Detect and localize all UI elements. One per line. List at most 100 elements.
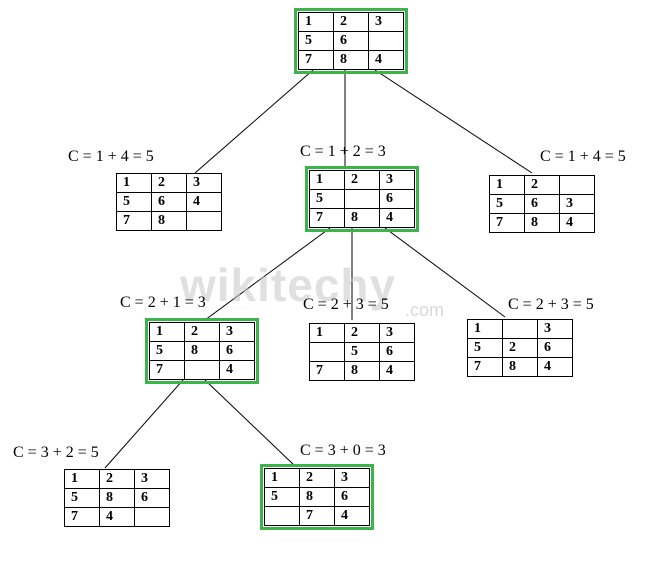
board-cell: 7	[116, 211, 152, 231]
board-cell: 2	[344, 170, 380, 190]
board-cell: 1	[489, 175, 525, 195]
board-cell: 5	[467, 338, 503, 358]
board-cell: 5	[309, 189, 345, 209]
board-cell: 8	[344, 208, 380, 228]
board-cell: 4	[219, 360, 255, 380]
board-cell: 3	[379, 323, 415, 343]
board-cell: 8	[333, 50, 369, 70]
watermark-brand: wikitechy	[180, 259, 397, 311]
board-cell: 7	[64, 507, 100, 527]
board-cell: 5	[298, 31, 334, 51]
edge-l2-left-to-l3-right	[204, 379, 296, 467]
cost-label: C = 3 + 2 = 5	[13, 444, 99, 461]
board-cell: 4	[334, 506, 370, 526]
board-cell	[134, 507, 170, 527]
board-cell: 6	[333, 31, 369, 51]
cost-label: C = 1 + 4 = 5	[540, 148, 626, 165]
edge-root-to-left	[194, 69, 314, 174]
board-cell: 2	[344, 323, 380, 343]
cost-label: C = 2 + 1 = 3	[120, 294, 206, 311]
board-cell: 6	[379, 189, 415, 209]
board-cell: 3	[134, 469, 170, 489]
board-cell: 1	[149, 322, 185, 342]
board-cell: 7	[489, 213, 525, 233]
cost-label: C = 1 + 2 = 3	[300, 143, 386, 160]
board-cell: 4	[379, 208, 415, 228]
board-cell: 4	[537, 357, 573, 377]
board-cell: 1	[264, 468, 300, 488]
watermark-suffix: .com	[405, 300, 445, 320]
board-cell	[368, 31, 404, 51]
cost-label: C = 1 + 4 = 5	[68, 148, 154, 165]
board-cell: 2	[184, 322, 220, 342]
board-cell: 6	[334, 487, 370, 507]
edge-middle-to-l2-left	[204, 227, 331, 321]
board-cell: 3	[334, 468, 370, 488]
board-cell: 2	[502, 338, 538, 358]
board-cell: 1	[309, 323, 345, 343]
board-cell	[344, 189, 380, 209]
board-cell: 1	[467, 319, 503, 339]
edge-l2-left-to-l3-left	[104, 379, 184, 469]
board-cell: 4	[99, 507, 135, 527]
board-cell: 7	[298, 50, 334, 70]
board-cell: 3	[379, 170, 415, 190]
board-cell: 3	[537, 319, 573, 339]
board-cell: 6	[151, 192, 187, 212]
board-cell: 6	[379, 342, 415, 362]
board-cell: 5	[489, 194, 525, 214]
board-cell: 8	[524, 213, 560, 233]
cost-label: C = 3 + 0 = 3	[300, 442, 386, 459]
board-cell: 4	[186, 192, 222, 212]
board-cell: 2	[299, 468, 335, 488]
board-cell: 1	[64, 469, 100, 489]
board-cell: 8	[184, 341, 220, 361]
board-cell: 2	[524, 175, 560, 195]
cost-label: C = 2 + 3 = 5	[508, 296, 594, 313]
board-cell: 6	[524, 194, 560, 214]
board-cell: 2	[333, 12, 369, 32]
edge-root-to-right	[374, 69, 533, 174]
edge-middle-to-l2-right	[384, 227, 506, 318]
board-cell: 3	[368, 12, 404, 32]
board-cell: 8	[502, 357, 538, 377]
board-cell: 1	[116, 173, 152, 193]
board-cell: 8	[299, 487, 335, 507]
board-cell: 6	[219, 341, 255, 361]
board-cell: 1	[309, 170, 345, 190]
board-cell: 4	[368, 50, 404, 70]
board-cell: 5	[149, 341, 185, 361]
board-cell: 6	[134, 488, 170, 508]
board-cell: 2	[99, 469, 135, 489]
board-cell	[186, 211, 222, 231]
board-cell: 8	[151, 211, 187, 231]
board-cell: 3	[219, 322, 255, 342]
